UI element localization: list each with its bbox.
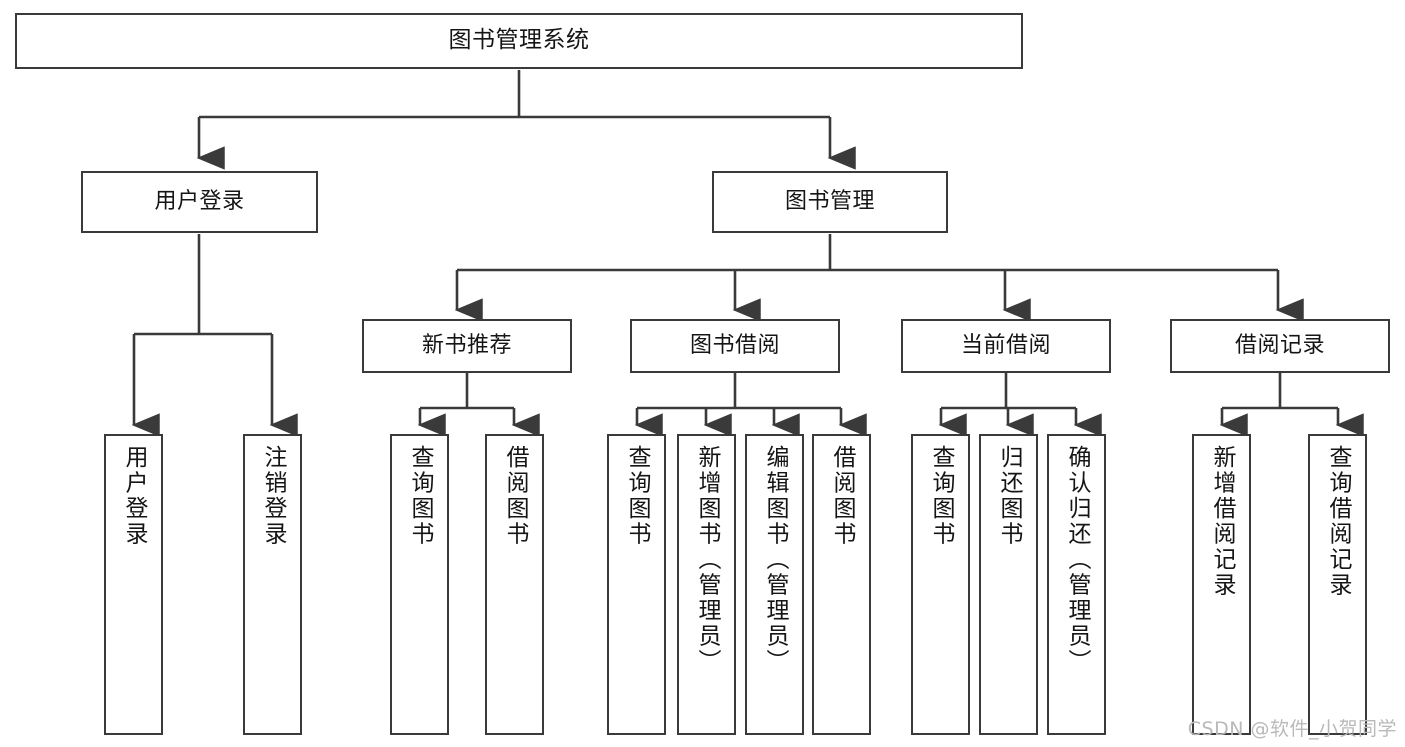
csdn-watermark: CSDN @软件_小贺同学	[1187, 718, 1397, 740]
node-current-borrow-label: 当前借阅	[960, 332, 1051, 358]
leaf-logout-login[interactable]: 注销登录	[243, 434, 302, 735]
leaf-logout-login-label: 注销登录	[260, 445, 286, 547]
leaf-query-book-1[interactable]: 查询图书	[390, 434, 449, 735]
leaf-confirm-return-label: 确认归还（管理员）	[1064, 445, 1090, 675]
leaf-borrow-book-2[interactable]: 借阅图书	[812, 434, 871, 735]
leaf-user-login[interactable]: 用户登录	[104, 434, 163, 735]
node-root-label: 图书管理系统	[448, 27, 590, 54]
node-new-book-recommend-label: 新书推荐	[421, 332, 512, 358]
leaf-query-record[interactable]: 查询借阅记录	[1308, 434, 1367, 735]
leaf-query-record-label: 查询借阅记录	[1325, 445, 1351, 598]
leaf-add-record[interactable]: 新增借阅记录	[1192, 434, 1251, 735]
leaf-query-book-1-label: 查询图书	[407, 445, 433, 547]
leaf-borrow-book-1-label: 借阅图书	[502, 445, 528, 547]
leaf-borrow-book-1[interactable]: 借阅图书	[485, 434, 544, 735]
node-borrow-record-label: 借阅记录	[1234, 332, 1325, 358]
leaf-query-book-3-label: 查询图书	[928, 445, 954, 547]
node-book-borrow[interactable]: 图书借阅	[630, 319, 840, 373]
node-book-manage[interactable]: 图书管理	[712, 171, 948, 233]
leaf-edit-book[interactable]: 编辑图书（管理员）	[745, 434, 804, 735]
node-root-book-management-system[interactable]: 图书管理系统	[15, 13, 1023, 69]
leaf-add-record-label: 新增借阅记录	[1209, 445, 1235, 598]
leaf-user-login-label: 用户登录	[121, 445, 147, 547]
node-book-borrow-label: 图书借阅	[689, 332, 780, 358]
leaf-confirm-return[interactable]: 确认归还（管理员）	[1047, 434, 1106, 735]
leaf-return-book-label: 归还图书	[996, 445, 1022, 547]
leaf-query-book-2[interactable]: 查询图书	[607, 434, 666, 735]
node-new-book-recommend[interactable]: 新书推荐	[362, 319, 572, 373]
leaf-edit-book-label: 编辑图书（管理员）	[762, 445, 788, 675]
node-current-borrow[interactable]: 当前借阅	[901, 319, 1111, 373]
leaf-borrow-book-2-label: 借阅图书	[829, 445, 855, 547]
leaf-query-book-3[interactable]: 查询图书	[911, 434, 970, 735]
leaf-add-book[interactable]: 新增图书（管理员）	[677, 434, 736, 735]
leaf-query-book-2-label: 查询图书	[624, 445, 650, 547]
node-user-login-label: 用户登录	[154, 188, 245, 214]
node-borrow-record[interactable]: 借阅记录	[1170, 319, 1390, 373]
node-book-manage-label: 图书管理	[784, 188, 875, 214]
node-user-login[interactable]: 用户登录	[81, 171, 318, 233]
leaf-add-book-label: 新增图书（管理员）	[694, 445, 720, 675]
leaf-return-book[interactable]: 归还图书	[979, 434, 1038, 735]
